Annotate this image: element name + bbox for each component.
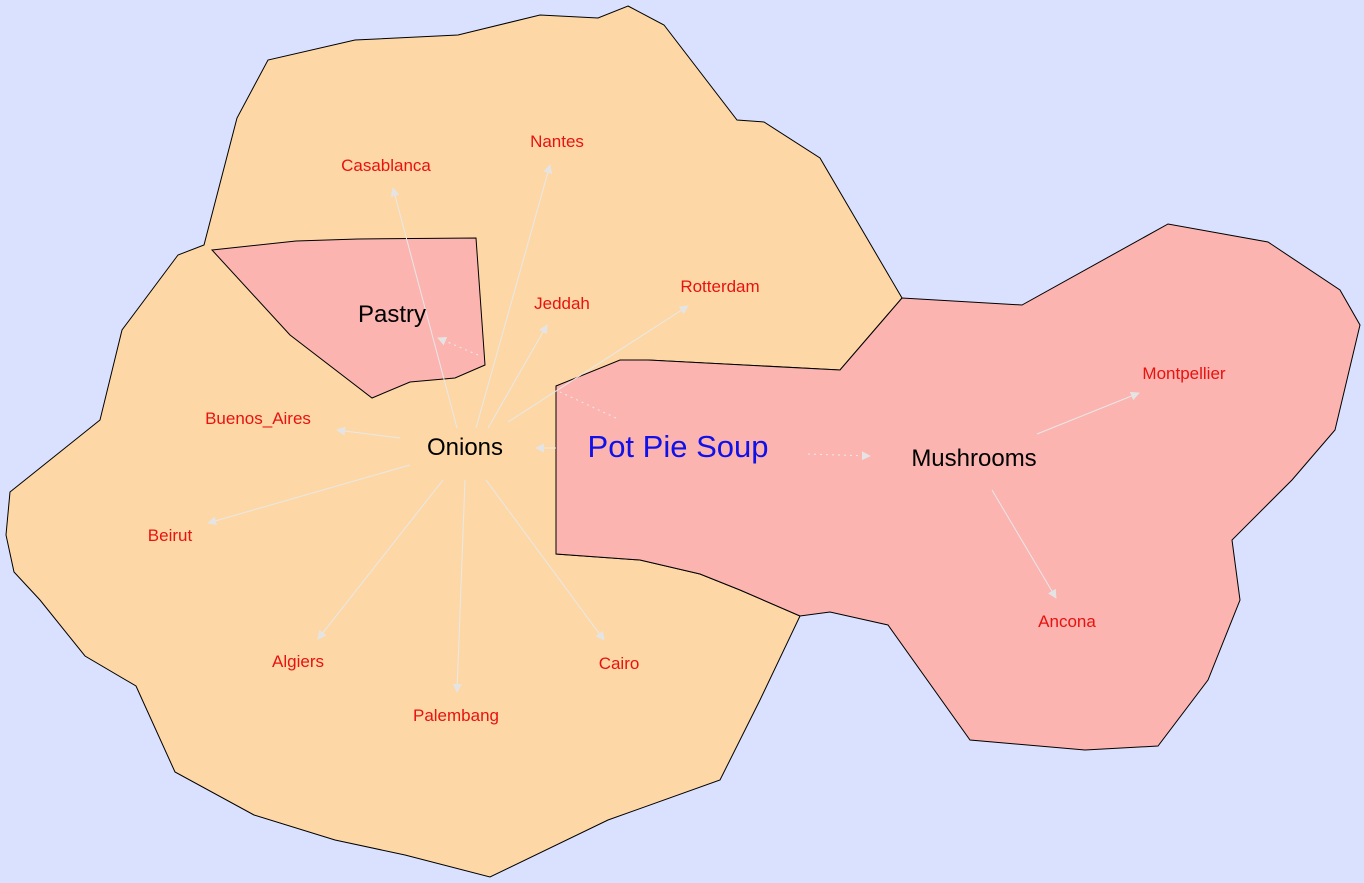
edge-root-pastry	[559, 391, 617, 419]
city-label-nantes: Nantes	[530, 132, 584, 151]
group-label-mushrooms: Mushrooms	[911, 445, 1036, 472]
city-label-ancona: Ancona	[1038, 612, 1096, 631]
edge-onions-buenos-aires	[336, 426, 401, 439]
edge-onions-algiers	[317, 479, 444, 640]
edge-onions-cairo	[485, 479, 605, 641]
group-label-pastry: Pastry	[358, 301, 426, 328]
root-label: Pot Pie Soup	[588, 429, 769, 464]
edge-onions-rotterdam	[507, 305, 689, 423]
region-mushrooms	[555, 223, 1361, 751]
edge-root-mushrooms	[807, 451, 871, 461]
edge-onions-palembang	[452, 479, 466, 693]
group-label-onions: Onions	[427, 434, 503, 461]
city-label-casablanca: Casablanca	[341, 156, 431, 175]
city-label-montpellier: Montpellier	[1142, 364, 1225, 383]
edge-root-pastry-inner	[437, 337, 479, 356]
edge-mushrooms-montpellier	[1036, 391, 1140, 435]
edge-onions-beirut	[207, 464, 411, 526]
edge-mushrooms-ancona	[991, 489, 1057, 599]
city-label-algiers: Algiers	[272, 652, 324, 671]
edge-onions-casablanca	[390, 187, 458, 429]
city-label-rotterdam: Rotterdam	[680, 277, 759, 296]
edge-onions-jeddah	[487, 324, 548, 429]
city-label-jeddah: Jeddah	[534, 294, 590, 313]
city-label-palembang: Palembang	[413, 706, 499, 725]
city-label-cairo: Cairo	[599, 654, 640, 673]
city-label-buenos-aires: Buenos_Aires	[205, 409, 311, 428]
edge-onions-nantes	[475, 164, 553, 429]
city-label-beirut: Beirut	[148, 526, 193, 545]
